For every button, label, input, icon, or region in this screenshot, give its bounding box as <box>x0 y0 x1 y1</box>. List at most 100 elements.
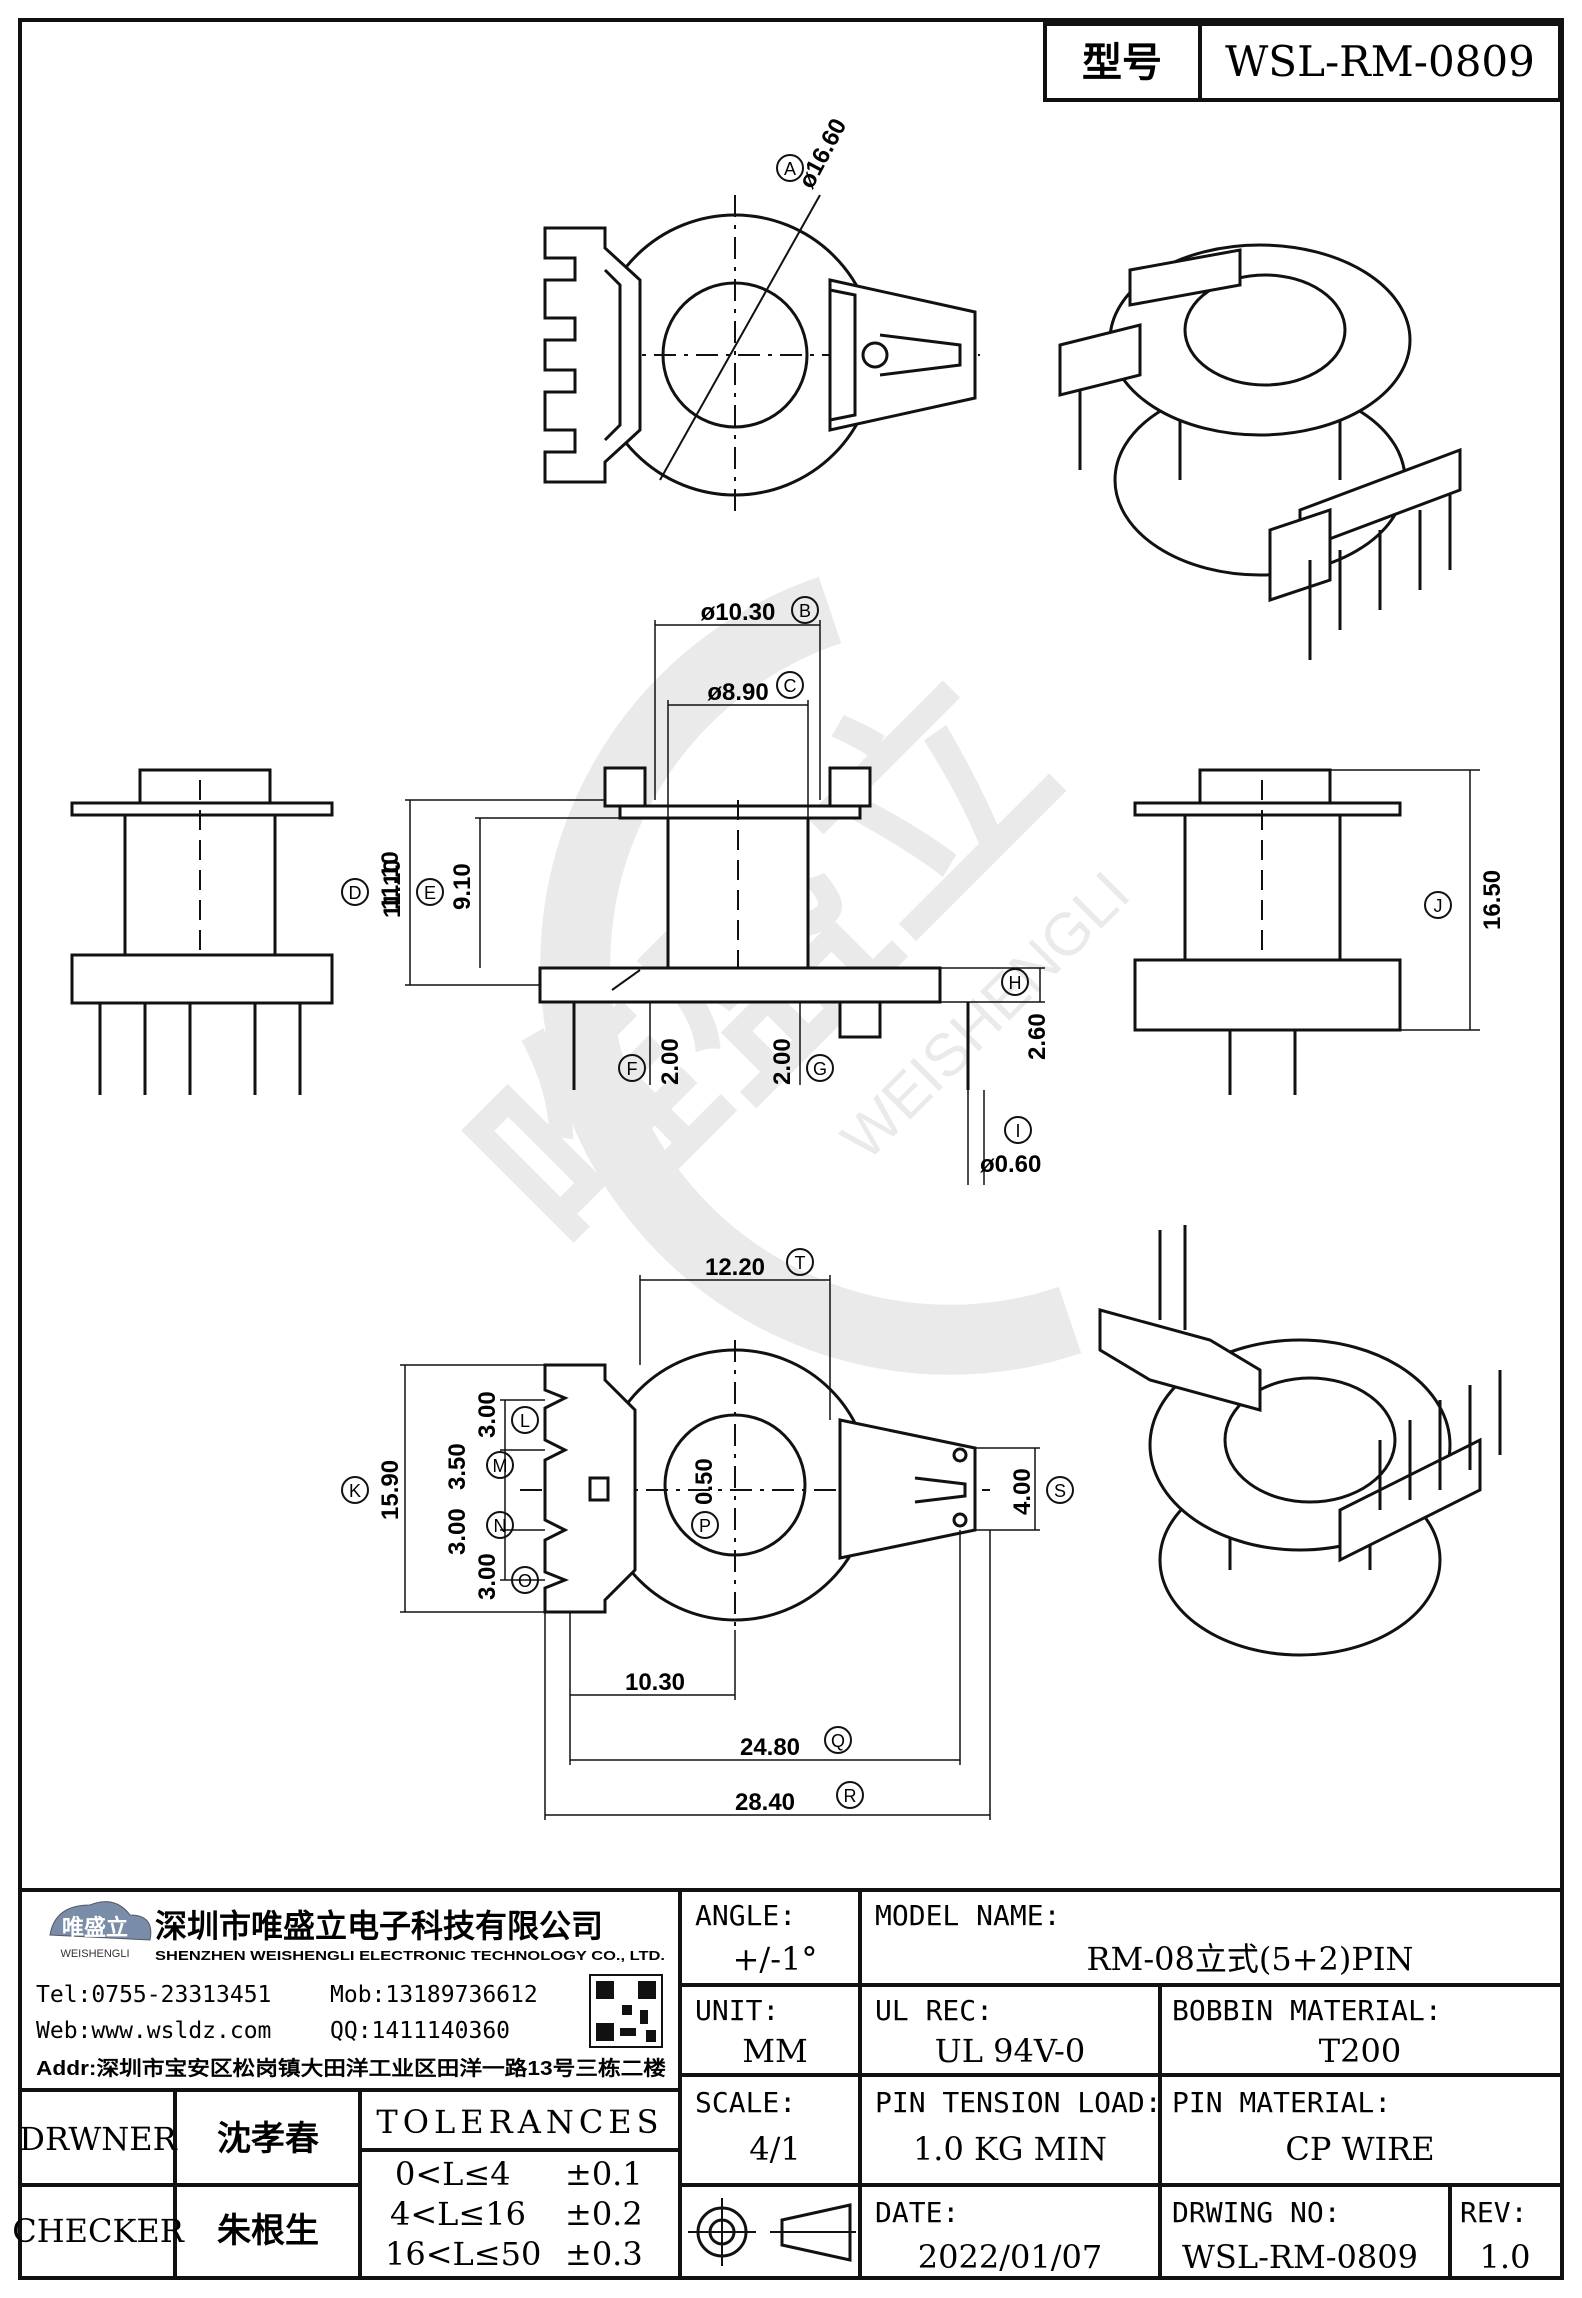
checker-label: CHECKER <box>12 2212 185 2250</box>
company-addr: Addr:深圳市宝安区松岗镇大田洋工业区田洋一路13号三栋二楼 <box>36 2056 666 2080</box>
date-label: DATE: <box>875 2196 959 2229</box>
front-view-labels: ø10.30 B ø8.90 C 11.10 9.10 E 2.00 F 2.0… <box>379 596 1051 1178</box>
dim-D: 11.10 D <box>341 851 404 910</box>
dim-J: 16.50 J <box>1330 769 1506 1031</box>
angle-value: +/-1° <box>733 1940 818 1978</box>
iso-view-top <box>1058 243 1462 660</box>
bottom-view-labels: 12.20 T 15.90 K 3.00 L 3.50 M 3.00 N 3.0… <box>341 1248 1074 1816</box>
marker-A: A <box>784 159 796 179</box>
pin-material-value: CP WIRE <box>1285 2130 1434 2168</box>
company-block: 唯盛立 WEISHENGLI 深圳市唯盛立电子科技有限公司 SHENZHEN W… <box>36 1901 666 2080</box>
company-logo-sub: WEISHENGLI <box>60 1948 129 1960</box>
company-qq: QQ:1411140360 <box>330 2018 510 2044</box>
rev-label: REV: <box>1460 2196 1527 2229</box>
dim-E-text: 9.10 <box>449 863 476 910</box>
rev-value: 1.0 <box>1480 2238 1531 2276</box>
marker-B: B <box>799 601 811 621</box>
tol1-value: ±0.1 <box>565 2155 643 2193</box>
marker-C: C <box>784 676 797 696</box>
dim-A-text: ø16.60 <box>793 114 852 193</box>
dim-S-text: 4.00 <box>1009 1468 1036 1515</box>
ul-label: UL REC: <box>875 1994 993 2027</box>
marker-K: K <box>349 1481 361 1501</box>
marker-I: I <box>1015 1121 1020 1141</box>
dim-J-text: 16.50 <box>1479 870 1506 930</box>
title-block-grid <box>20 1888 1562 2278</box>
unit-label: UNIT: <box>695 1994 779 2027</box>
pin-tension-value: 1.0 KG MIN <box>913 2130 1107 2168</box>
marker-D: D <box>349 883 362 903</box>
dim-G-text: 2.00 <box>769 1038 796 1085</box>
drwing-no-value: WSL-RM-0809 <box>1182 2238 1418 2276</box>
right-side-view <box>1133 768 1402 1095</box>
company-mob: Mob:13189736612 <box>330 1982 538 2008</box>
pin-tension-label: PIN TENSION LOAD: <box>875 2086 1162 2119</box>
pin-material-label: PIN MATERIAL: <box>1172 2086 1391 2119</box>
unit-value: MM <box>742 2032 808 2070</box>
company-web: Web:www.wsldz.com <box>36 2018 271 2044</box>
marker-R: R <box>844 1786 857 1806</box>
type-label: 型号 <box>1082 40 1162 86</box>
dim-C-text: ø8.90 <box>707 679 768 706</box>
tol2-value: ±0.2 <box>565 2195 643 2233</box>
tol1-range: 0<L≤4 <box>395 2155 511 2193</box>
marker-S: S <box>1054 1481 1066 1501</box>
dim-K-text: 15.90 <box>377 1460 404 1520</box>
date-value: 2022/01/07 <box>918 2238 1102 2276</box>
marker-T: T <box>795 1253 806 1273</box>
projection-symbol-icon <box>688 2198 856 2266</box>
company-name-en: SHENZHEN WEISHENGLI ELECTRONIC TECHNOLOG… <box>155 1948 665 1963</box>
tol3-range: 16<L≤50 <box>385 2235 541 2273</box>
dim-A: ø16.60 A <box>776 114 852 193</box>
dim-F-text: 2.00 <box>657 1038 684 1085</box>
dim-B-text: ø10.30 <box>701 599 776 626</box>
company-name-cn: 深圳市唯盛立电子科技有限公司 <box>155 1907 603 1945</box>
marker-F: F <box>627 1059 638 1079</box>
dim-I-text: ø0.60 <box>980 1151 1041 1178</box>
bobbin-value: T200 <box>1319 2032 1401 2070</box>
marker-H: H <box>1009 973 1022 993</box>
drwing-no-label: DRWING NO: <box>1172 2196 1341 2229</box>
tol3-value: ±0.3 <box>565 2235 643 2273</box>
dim-T-text: 12.20 <box>705 1254 765 1281</box>
scale-value: 4/1 <box>749 2130 801 2168</box>
iso-view-bottom <box>1098 1225 1502 1657</box>
marker-E: E <box>424 883 436 903</box>
company-tel: Tel:0755-23313451 <box>36 1982 271 2008</box>
left-side-view <box>70 768 334 1095</box>
checker-value: 朱根生 <box>217 2211 319 2251</box>
model-code: WSL-RM-0809 <box>1225 37 1535 86</box>
tol2-range: 4<L≤16 <box>390 2195 526 2233</box>
angle-label: ANGLE: <box>695 1899 796 1932</box>
top-view <box>543 194 980 515</box>
marker-G: G <box>813 1059 827 1079</box>
dim-len1-text: 10.30 <box>625 1669 685 1696</box>
ul-value: UL 94V-0 <box>935 2032 1085 2070</box>
bobbin-label: BOBBIN MATERIAL: <box>1172 1994 1442 2027</box>
marker-N: N <box>494 1516 507 1536</box>
dim-R-text: 28.40 <box>735 1789 795 1816</box>
marker-P: P <box>699 1516 711 1536</box>
drawer-value: 沈孝春 <box>217 2119 319 2159</box>
dim-L-text: 3.00 <box>474 1391 501 1438</box>
marker-Q: Q <box>831 1731 845 1751</box>
model-name-value: RM-08立式(5+2)PIN <box>1086 1940 1413 1978</box>
sheet-border <box>18 18 1564 2280</box>
tolerances-label: TOLERANCES <box>376 2103 663 2141</box>
dim-O-text: 3.00 <box>474 1553 501 1600</box>
drawer-label: DRWNER <box>19 2120 177 2158</box>
front-view-dims <box>405 620 1045 1185</box>
marker-M: M <box>493 1456 508 1476</box>
marker-J: J <box>1434 896 1443 916</box>
bottom-view <box>520 1340 990 1630</box>
dim-N-text: 3.00 <box>444 1508 471 1555</box>
model-name-label: MODEL NAME: <box>875 1899 1060 1932</box>
marker-O: O <box>518 1571 532 1591</box>
dim-P-text: 0.50 <box>691 1458 718 1505</box>
model-header-box: 型号 WSL-RM-0809 <box>1043 22 1562 102</box>
dim-D-front-text: 11.10 <box>379 859 406 918</box>
dim-M-text: 3.50 <box>444 1443 471 1490</box>
marker-L: L <box>520 1411 530 1431</box>
scale-label: SCALE: <box>695 2086 796 2119</box>
